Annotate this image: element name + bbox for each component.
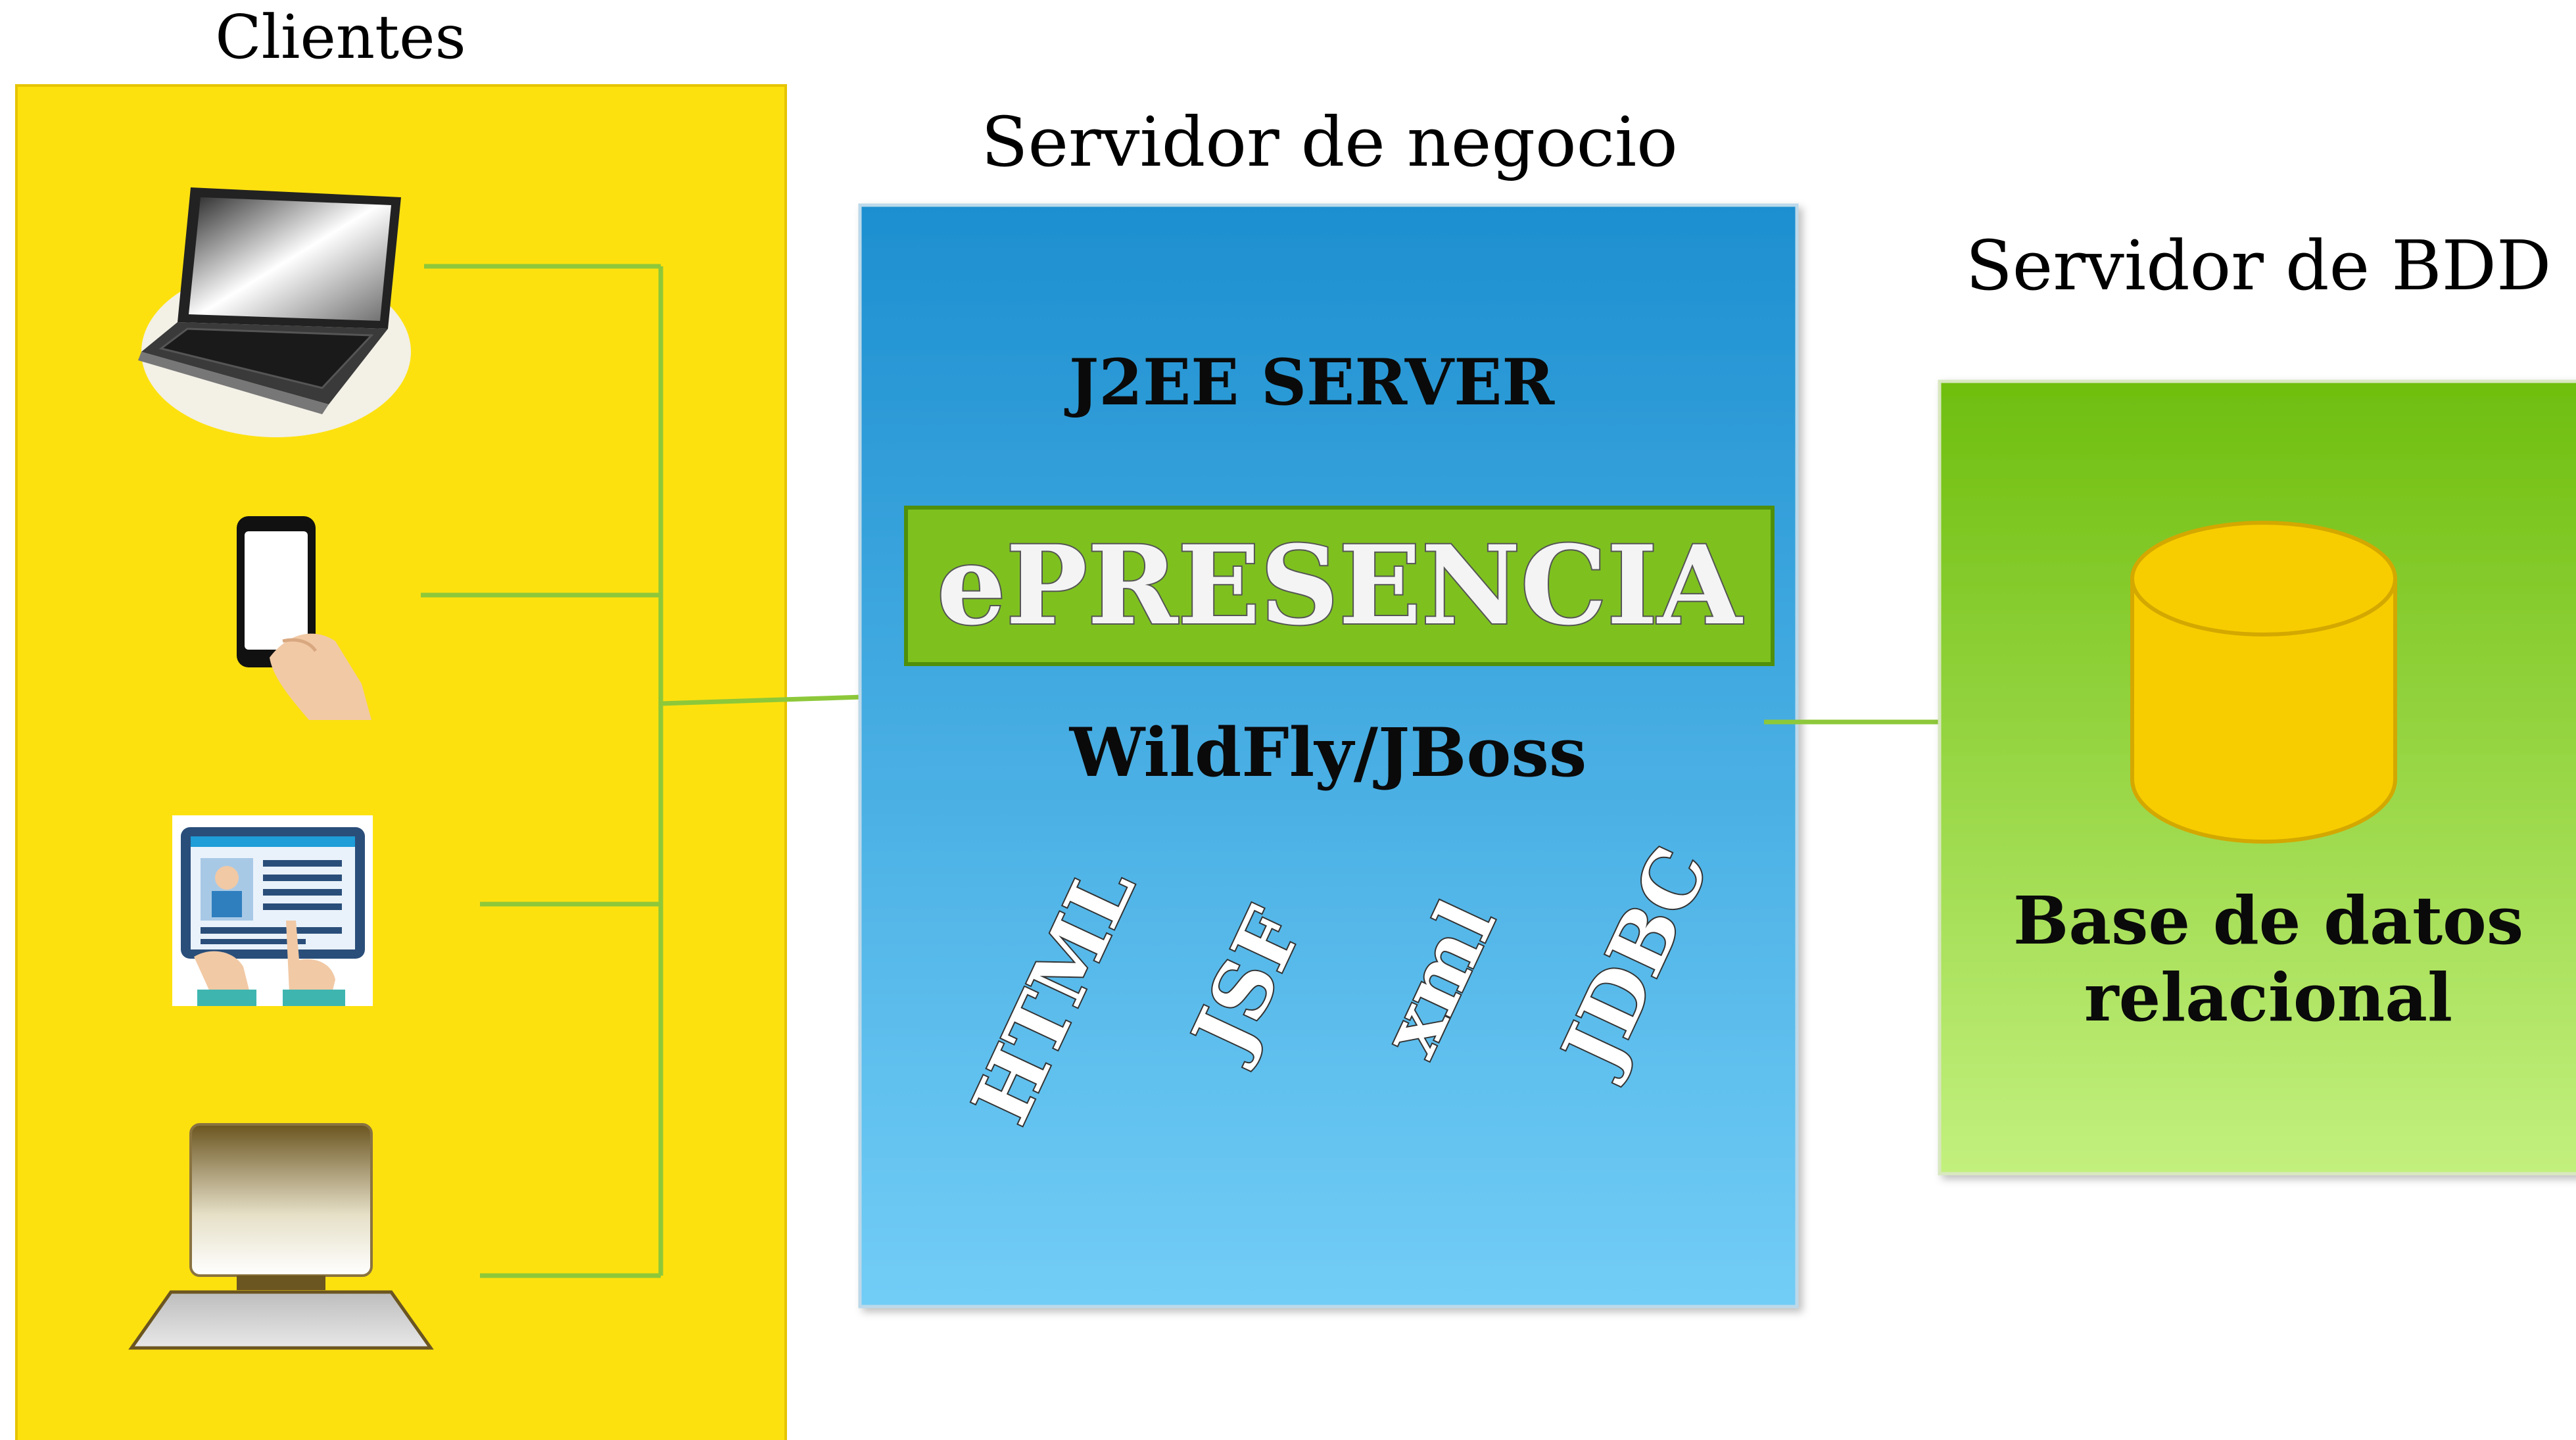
database-cylinder-icon: [2130, 521, 2397, 844]
app-box: [904, 506, 1775, 666]
business-server-panel: [858, 203, 1799, 1308]
tablet-icon: [172, 815, 373, 1006]
db-server-heading: Servidor de BDD: [1966, 226, 2552, 306]
database-label-line1: Base de datos: [2013, 882, 2523, 959]
client-connectors: [421, 264, 905, 1278]
smartphone-icon: [237, 516, 371, 720]
j2ee-server-label: J2EE SERVER: [1064, 345, 1556, 420]
desktop-computer-icon: [128, 1123, 434, 1350]
clients-heading: Clientes: [215, 2, 466, 72]
platform-label: WildFly/JBoss: [1069, 713, 1587, 792]
clients-panel: [15, 84, 787, 1440]
laptop-icon: [138, 187, 411, 437]
app-name: ePRESENCIA: [937, 521, 1743, 649]
business-server-heading: Servidor de negocio: [981, 102, 1678, 182]
database-label-line2: relacional: [2084, 959, 2452, 1036]
